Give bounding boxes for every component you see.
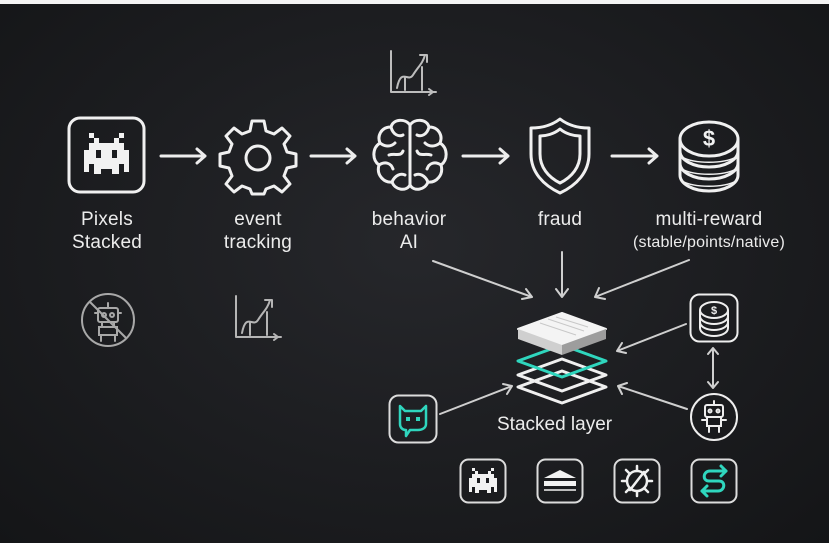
stacked-layer-label: Stacked layer	[497, 414, 613, 435]
shield-icon	[529, 117, 591, 195]
growth-chart-icon	[235, 295, 282, 341]
label-multi-reward: multi-reward(stable/points/native)	[632, 209, 786, 251]
space-invader-icon	[67, 116, 146, 194]
coins-badge-icon: $	[689, 293, 739, 343]
stack-bar-icon	[536, 458, 584, 504]
label-fraud: fraud	[537, 209, 583, 230]
coin-stack-icon: $	[678, 120, 740, 193]
space-invader-icon	[459, 458, 507, 504]
robot-badge-icon	[690, 393, 738, 441]
top-edge-bar	[0, 0, 829, 4]
svg-text:$: $	[703, 126, 715, 151]
brain-icon	[372, 118, 448, 191]
no-bot-icon	[81, 293, 135, 347]
growth-chart-icon	[390, 50, 437, 96]
gear-icon	[218, 119, 298, 196]
gear-slash-icon	[613, 458, 661, 504]
teal-arrows-icon	[690, 458, 738, 504]
chat-bot-icon	[388, 394, 438, 444]
svg-text:$: $	[711, 305, 717, 317]
stacked-layer-icon	[516, 312, 608, 405]
